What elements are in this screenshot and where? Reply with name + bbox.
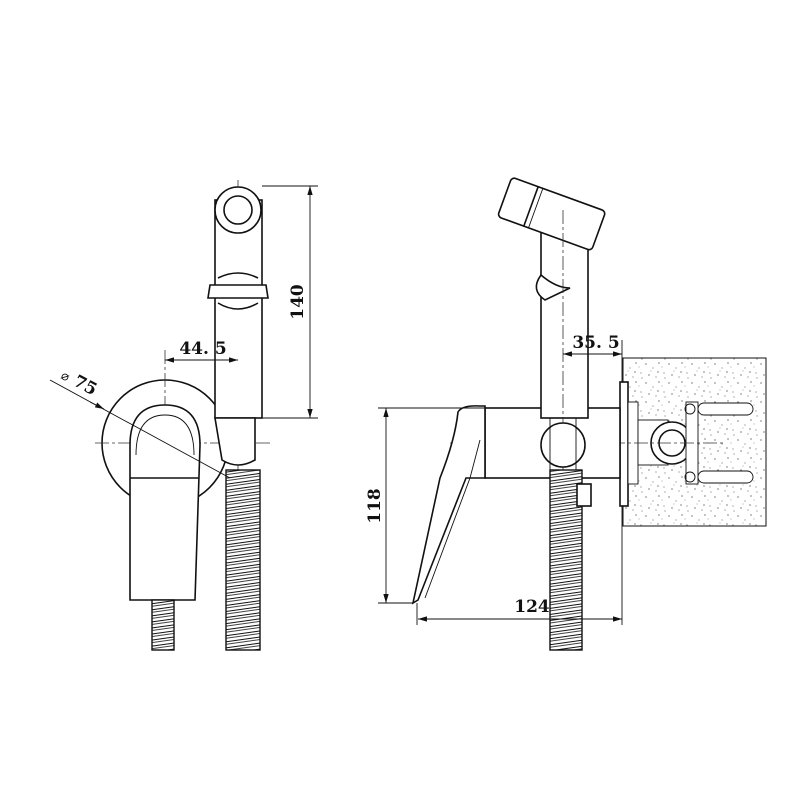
front-view: 35. 5 118 124 bbox=[365, 177, 767, 651]
trigger bbox=[535, 273, 571, 301]
mixer-handle-body bbox=[129, 404, 201, 601]
dimension-line-diameter bbox=[49, 379, 231, 479]
hose-segment bbox=[151, 599, 175, 651]
trigger-collar bbox=[207, 272, 269, 310]
mixer-lever bbox=[411, 405, 486, 605]
wall-plug-bottom bbox=[697, 470, 754, 484]
spray-nozzle bbox=[214, 186, 262, 234]
spray-head-front bbox=[497, 177, 606, 251]
spray-handle-front bbox=[540, 231, 589, 419]
hose-outlet bbox=[576, 483, 592, 507]
wall-plug-top bbox=[697, 402, 754, 416]
dimension-label-44-5: 44. 5 bbox=[179, 339, 226, 359]
diameter-symbol: ⌀ bbox=[58, 368, 72, 385]
ball-joint bbox=[540, 422, 586, 468]
dimension-label-diameter: 75 bbox=[70, 371, 100, 400]
side-view: 140 44. 5 ⌀ 75 bbox=[49, 180, 318, 651]
shower-hose bbox=[225, 469, 261, 651]
dimension-label-118: 118 bbox=[365, 488, 385, 524]
dimension-label-124: 124 bbox=[514, 597, 550, 617]
wall-plate bbox=[619, 381, 629, 507]
dimension-label-35-5: 35. 5 bbox=[572, 333, 619, 353]
spray-holder bbox=[214, 417, 256, 466]
dimension-label-140: 140 bbox=[288, 284, 308, 320]
